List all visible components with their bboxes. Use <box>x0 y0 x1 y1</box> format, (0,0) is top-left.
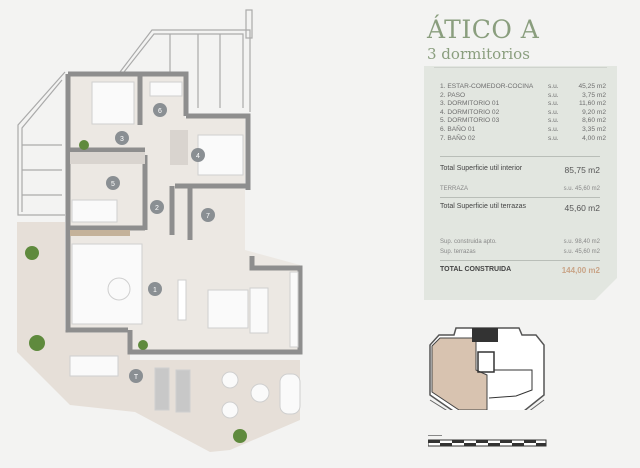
construida-apto-row: Sup. construida apto. s.u. 98,40 m2 <box>440 239 600 245</box>
room-area: 8,60 m2 <box>582 117 606 125</box>
room-su: s.u. <box>548 91 559 99</box>
room-row: 4. DORMITORIO 02 s.u. 9,20 m2 <box>440 109 606 118</box>
room-su: s.u. <box>548 134 559 142</box>
title-block: ÁTICO A 3 dormitorios <box>427 16 539 64</box>
total-construida-label: TOTAL CONSTRUIDA <box>440 266 512 273</box>
room-name: 1. ESTAR-COMEDOR-COCINA <box>440 83 534 90</box>
room-name: 7. BAÑO 02 <box>440 134 476 142</box>
sup-terrazas-value: s.u. 45,60 m2 <box>563 249 600 255</box>
divider <box>440 197 600 198</box>
terraza-label: TERRAZA <box>440 186 469 192</box>
area-table-panel: 1. ESTAR-COMEDOR-COCINA s.u. 45,25 m2 2. P… <box>424 66 617 300</box>
room-area: 3,75 m2 <box>582 91 606 99</box>
room-row: 3. DORMITORIO 01 s.u. 11,60 m2 <box>440 100 606 109</box>
room-row: 6. BAÑO 01 s.u. 3,35 m2 <box>440 126 606 135</box>
sup-terrazas-label: Sup. terrazas <box>440 249 476 255</box>
room-area: 11,60 m2 <box>578 100 606 108</box>
key-plan <box>429 327 545 410</box>
divider <box>434 67 607 68</box>
room-su: s.u. <box>548 117 559 125</box>
room-su: s.u. <box>548 83 559 90</box>
room-row: 5. DORMITORIO 03 s.u. 8,60 m2 <box>440 117 606 126</box>
north-terrace-railing <box>119 9 253 112</box>
room-name: 4. DORMITORIO 02 <box>440 108 500 116</box>
room-label-terrace: T <box>134 374 139 381</box>
total-construida-value: 144,00 m2 <box>561 266 600 275</box>
total-interior-row: Total Superficie util interior 85,75 m2 <box>440 165 600 175</box>
divider <box>440 156 600 157</box>
room-label-2: 2 <box>155 205 159 212</box>
room-name: 6. BAÑO 01 <box>440 125 476 133</box>
west-terrace-railing <box>17 71 66 216</box>
room-row: 2. PASO s.u. 3,75 m2 <box>440 92 606 101</box>
room-label-4: 4 <box>196 153 200 160</box>
room-su: s.u. <box>548 125 559 133</box>
room-area: 9,20 m2 <box>582 108 606 116</box>
room-label-1: 1 <box>153 287 157 294</box>
total-terrazas-row: Total Superficie util terrazas 45,60 m2 <box>440 203 600 213</box>
room-name: 3. DORMITORIO 01 <box>440 100 500 108</box>
terraza-row: TERRAZA s.u. 45,60 m2 <box>440 186 600 192</box>
room-label-5: 5 <box>111 181 115 188</box>
room-area: 4,00 m2 <box>582 134 606 142</box>
page-subtitle: 3 dormitorios <box>427 45 530 63</box>
terrace-floor <box>17 222 300 452</box>
room-area: 3,35 m2 <box>582 125 606 133</box>
plants <box>25 140 247 443</box>
room-markers <box>106 103 215 383</box>
total-terrazas-label: Total Superficie util terrazas <box>440 203 526 210</box>
closets <box>70 130 188 236</box>
room-area: 45,25 m2 <box>578 83 607 90</box>
room-name: 2. PASO <box>440 91 466 99</box>
room-su: s.u. <box>548 108 559 116</box>
terraza-value: s.u. 45,60 m2 <box>563 186 600 192</box>
room-su: s.u. <box>548 100 559 108</box>
room-row: 7. BAÑO 02 s.u. 4,00 m2 <box>440 135 606 144</box>
room-row: 1. ESTAR-COMEDOR-COCINA s.u. 45,25 m2 <box>440 83 606 92</box>
walls <box>65 71 303 355</box>
sup-terrazas-row: Sup. terrazas s.u. 45,60 m2 <box>440 249 600 255</box>
floor-plan: 1 2 3 4 5 6 7 T <box>17 9 303 452</box>
room-list: 1. ESTAR-COMEDOR-COCINA s.u. 45,25 m2 2. P… <box>440 83 606 143</box>
total-interior-label: Total Superficie util interior <box>440 165 523 172</box>
room-label-6: 6 <box>158 108 162 115</box>
room-label-7: 7 <box>206 213 210 220</box>
total-interior-value: 85,75 m2 <box>564 165 600 175</box>
construida-apto-value: s.u. 98,40 m2 <box>563 239 600 245</box>
total-construida-row: TOTAL CONSTRUIDA 144,00 m2 <box>440 266 600 275</box>
construida-apto-label: Sup. construida apto. <box>440 239 497 245</box>
scale-bar <box>428 435 547 447</box>
room-name: 5. DORMITORIO 03 <box>440 117 500 125</box>
furniture <box>69 81 301 419</box>
page-title: ÁTICO A <box>427 15 540 44</box>
total-terrazas-value: 45,60 m2 <box>564 203 600 213</box>
divider <box>440 260 600 261</box>
room-label-3: 3 <box>120 136 124 143</box>
